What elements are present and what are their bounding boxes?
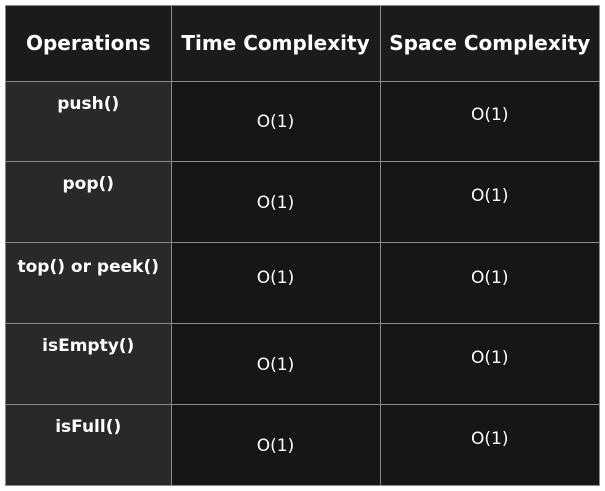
table-row: push() O(1) O(1) <box>6 80 599 163</box>
operation-cell: isEmpty() <box>6 322 172 405</box>
complexity-table-container: Operations Time Complexity Space Complex… <box>5 5 600 486</box>
space-complexity-cell: O(1) <box>379 322 599 405</box>
space-complexity-cell: O(1) <box>379 403 599 485</box>
table-row: top() or peek() O(1) O(1) <box>6 242 599 324</box>
operation-cell: top() or peek() <box>6 242 172 324</box>
complexity-table: Operations Time Complexity Space Complex… <box>6 6 599 485</box>
header-row: Operations Time Complexity Space Complex… <box>6 6 599 82</box>
time-complexity-cell: O(1) <box>170 242 381 324</box>
time-complexity-cell: O(1) <box>170 80 381 163</box>
space-complexity-cell: O(1) <box>379 161 599 244</box>
operation-cell: isFull() <box>6 403 172 485</box>
space-complexity-cell: O(1) <box>379 242 599 324</box>
operation-cell: pop() <box>6 161 172 244</box>
header-space-complexity: Space Complexity <box>379 6 599 82</box>
table-row: pop() O(1) O(1) <box>6 161 599 244</box>
header-time-complexity: Time Complexity <box>170 6 381 82</box>
time-complexity-cell: O(1) <box>170 403 381 485</box>
table-row: isEmpty() O(1) O(1) <box>6 322 599 405</box>
table-row: isFull() O(1) O(1) <box>6 403 599 485</box>
header-operations: Operations <box>6 6 172 82</box>
operation-cell: push() <box>6 80 172 163</box>
time-complexity-cell: O(1) <box>170 322 381 405</box>
time-complexity-cell: O(1) <box>170 161 381 244</box>
space-complexity-cell: O(1) <box>379 80 599 163</box>
